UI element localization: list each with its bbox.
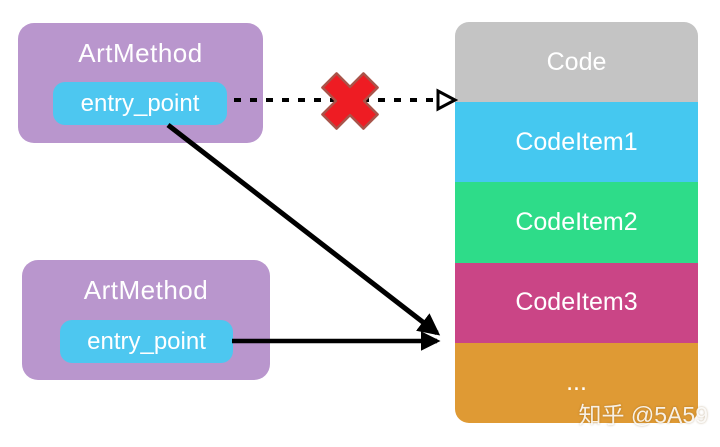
memory-row-codeitem3: CodeItem3 (455, 262, 698, 343)
memory-row-code: Code (455, 22, 698, 103)
memory-row-ellipsis: ... (455, 342, 698, 423)
artmethod-title: ArtMethod (78, 38, 203, 68)
watermark: 知乎 @5A59 (578, 402, 708, 428)
artmethod-box-2: ArtMethod entry_point (22, 260, 270, 380)
entry-point-field-1: entry_point (53, 82, 227, 125)
entry-point-field-2: entry_point (60, 320, 233, 363)
memory-row-codeitem2: CodeItem2 (455, 182, 698, 263)
memory-row-codeitem1: CodeItem1 (455, 102, 698, 183)
code-memory-column: Code CodeItem1 CodeItem2 CodeItem3 ... (455, 22, 698, 423)
open-arrowhead (436, 88, 459, 112)
artmethod-title: ArtMethod (83, 275, 209, 305)
forbidden-cross-icon (321, 72, 379, 130)
artmethod-box-1: ArtMethod entry_point (18, 23, 263, 143)
